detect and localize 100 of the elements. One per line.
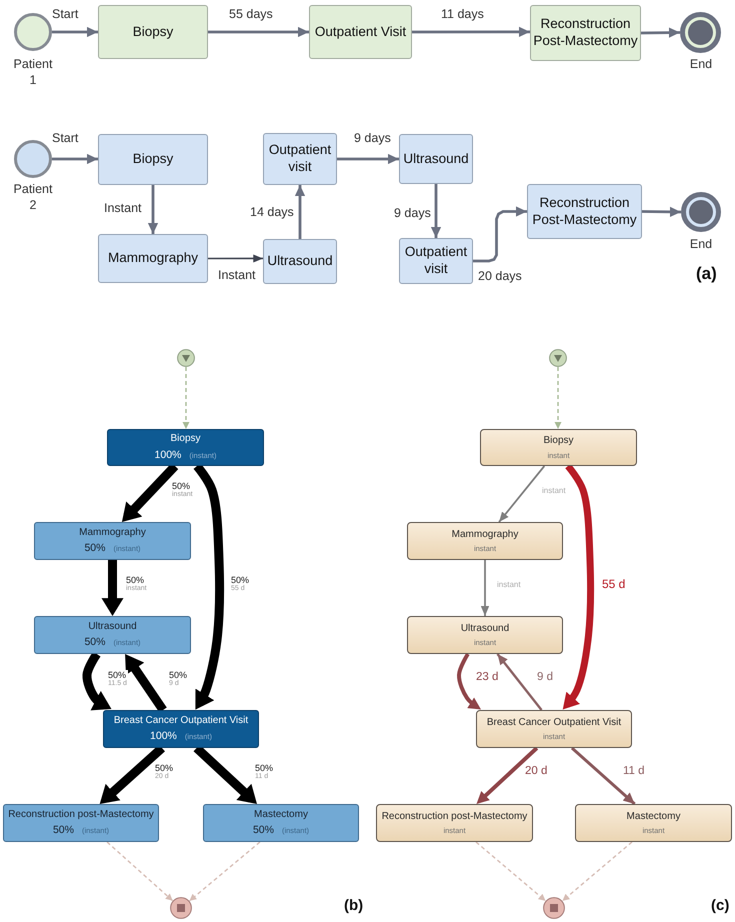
edge-label: instant xyxy=(496,580,522,589)
event-label: Patient 1 xyxy=(12,56,54,88)
dashed-arrow xyxy=(106,841,174,902)
arrow xyxy=(125,654,167,713)
dashed-arrow xyxy=(476,841,546,902)
activity-name: Mammography xyxy=(79,526,146,540)
edge-label: 55 d xyxy=(601,577,626,591)
arrow xyxy=(82,652,112,710)
start-circle xyxy=(549,349,567,367)
activity-box xyxy=(103,710,259,748)
arrow xyxy=(430,184,442,238)
arrow xyxy=(476,746,538,804)
activity-name: Mammography xyxy=(452,528,518,542)
activity-name: Breast Cancer Outpatient Visit xyxy=(114,714,248,728)
activity-name: Ultrasound xyxy=(460,622,510,636)
dashed-arrow xyxy=(182,367,190,429)
activity-box xyxy=(3,804,159,842)
activity-box xyxy=(376,804,533,842)
arrow xyxy=(104,560,122,616)
process-box xyxy=(98,134,208,185)
edge-label: 9 d xyxy=(536,671,554,683)
arrow xyxy=(457,652,481,710)
process-box xyxy=(399,238,473,284)
step-label: Outpatient visit xyxy=(268,142,332,176)
arrow xyxy=(496,653,542,711)
arrow xyxy=(193,463,224,710)
end-circle xyxy=(680,12,721,53)
edge-label: 20 days xyxy=(477,269,523,283)
edge-label: 23 d xyxy=(475,671,500,683)
arrow xyxy=(562,464,594,710)
activity-box xyxy=(107,429,264,466)
arrow xyxy=(640,27,680,38)
step-label: Reconstruction Post-Mastectomy xyxy=(532,16,639,50)
start-circle xyxy=(14,13,52,51)
activity-box xyxy=(203,804,359,842)
dashed-arrow xyxy=(554,367,562,429)
step-label: Ultrasound xyxy=(267,253,333,270)
arrow xyxy=(570,746,636,806)
edge-label: 9 days xyxy=(393,206,432,220)
activity-name: Biopsy xyxy=(543,435,574,448)
arrow xyxy=(208,254,263,262)
end-circle xyxy=(543,897,565,919)
activity-box xyxy=(407,616,563,654)
event-label: Patient 2 xyxy=(12,181,54,213)
process-box xyxy=(527,184,642,239)
dashed-arrow xyxy=(562,841,632,902)
frequency-label: 50% xyxy=(84,542,106,556)
activity-box xyxy=(476,710,632,748)
activity-name: Mastectomy xyxy=(254,808,308,822)
step-label: Reconstruction Post-Mastectomy xyxy=(531,194,638,228)
frequency-label: 50% xyxy=(84,636,106,650)
step-label: Ultrasound xyxy=(403,150,469,168)
step-label: Outpatient Visit xyxy=(314,24,406,40)
edge-label: 14 days xyxy=(249,205,295,219)
activity-box xyxy=(575,804,732,842)
process-box xyxy=(98,234,208,283)
step-label: Biopsy xyxy=(132,24,174,40)
edge-label: instant xyxy=(541,486,567,495)
process-box xyxy=(98,5,208,59)
frequency-label: 100% xyxy=(154,448,182,462)
arrow xyxy=(498,465,546,523)
arrow xyxy=(412,26,530,38)
step-label: Biopsy xyxy=(132,151,174,168)
step-label: Outpatient visit xyxy=(404,244,468,278)
activity-box xyxy=(34,522,191,560)
activity-name: Ultrasound xyxy=(88,620,137,634)
arrow xyxy=(52,26,98,38)
start-circle xyxy=(177,349,195,367)
activity-name: Breast Cancer Outpatient Visit xyxy=(486,716,622,730)
edge-label: Instant xyxy=(217,268,257,282)
activity-name: Reconstruction post-Mastectomy xyxy=(382,810,528,824)
edge-label: Instant xyxy=(103,201,143,215)
arrow xyxy=(208,26,309,38)
edge-label: 11 d xyxy=(622,765,646,777)
edge-label: 55 days xyxy=(228,7,274,21)
edge-label: 20 d xyxy=(524,765,548,777)
activity-box xyxy=(480,429,637,466)
arrow xyxy=(480,560,490,616)
end-circle xyxy=(681,192,721,232)
activity-box xyxy=(407,522,563,560)
panel-label: (c) xyxy=(711,897,730,914)
frequency-label: 50% xyxy=(52,824,74,838)
process-box xyxy=(263,133,337,185)
panel-label: (a) xyxy=(696,264,717,284)
panel-label: (b) xyxy=(344,897,364,914)
arrow xyxy=(642,206,682,218)
arrow xyxy=(294,185,306,239)
activity-name: Reconstruction post-Mastectomy xyxy=(8,808,154,822)
event-label: End xyxy=(688,236,714,252)
frequency-label: 100% xyxy=(150,730,177,744)
event-label: End xyxy=(688,56,714,72)
process-box xyxy=(309,5,412,59)
process-box xyxy=(399,134,473,184)
step-label: Mammography xyxy=(108,250,198,267)
activity-name: Mastectomy xyxy=(626,810,680,824)
end-circle xyxy=(170,897,192,919)
edge-label: Start xyxy=(51,7,80,21)
activity-box xyxy=(34,616,191,654)
edge-label: 11 days xyxy=(440,7,485,21)
edge-label: 9 days xyxy=(353,131,392,145)
